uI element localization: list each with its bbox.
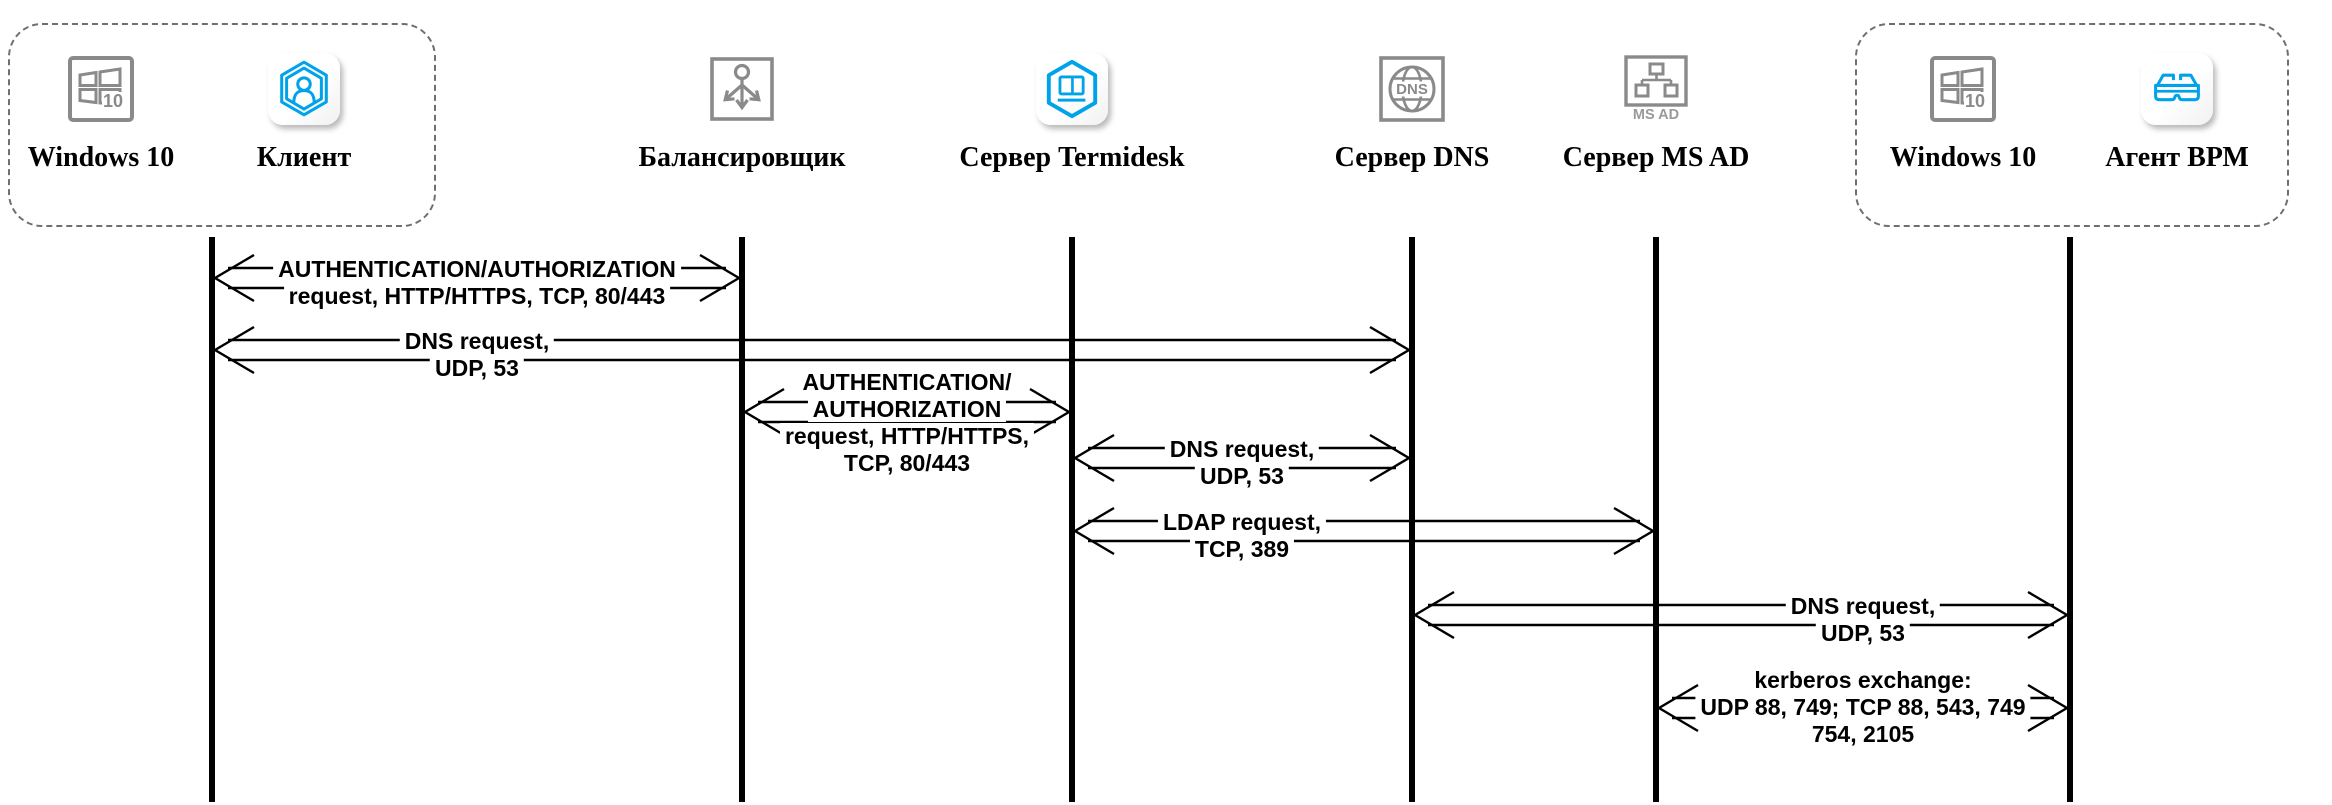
client-hexagon-icon	[280, 60, 328, 117]
actor-ms-ad-server: MS AD Сервер MS AD	[1486, 50, 1826, 174]
actor-label: Сервер MS AD	[1562, 142, 1750, 173]
actor-client: Клиент	[134, 50, 474, 174]
icon-card	[268, 53, 340, 125]
message-arrowhead-left	[742, 387, 785, 437]
actor-bpm-agent: Агент ВРМ	[2007, 50, 2332, 174]
message-label-line: UDP, 53	[430, 355, 524, 381]
message-label-line: TCP, 389	[1189, 536, 1295, 562]
bpm-agent-glasses-icon	[2154, 73, 2200, 102]
message-label-line: LDAP request,	[1157, 509, 1327, 535]
client-workstation-group-box	[8, 23, 436, 227]
message-label: DNS request,UDP, 53	[1785, 593, 1941, 647]
message-label-line: 754, 2105	[1806, 721, 1920, 747]
actor-termidesk-server: Сервер Termidesk	[902, 50, 1242, 174]
message-arrowhead-left	[1656, 683, 1699, 733]
message-arrowhead-left	[1412, 590, 1455, 640]
windows-10-icon: 10	[1930, 56, 1996, 122]
message-label: DNS request,UDP, 53	[399, 328, 555, 382]
windows-10-number: 10	[103, 91, 123, 111]
message-arrowhead-right	[2027, 590, 2070, 640]
ms-ad-icon: MS AD	[1624, 55, 1688, 123]
message-label-line: DNS request,	[1164, 436, 1320, 462]
message-arrowhead-right	[1369, 325, 1412, 375]
message-label-line: UDP 88, 749; TCP 88, 543, 749	[1695, 694, 2031, 720]
message-label-line: TCP, 80/443	[838, 450, 976, 476]
actor-dns-server: DNS Сервер DNS	[1242, 50, 1582, 174]
actor-windows10-right: 10 Windows 10	[1793, 50, 2133, 174]
message-arrowhead-right	[2027, 683, 2070, 733]
load-balancer-icon	[710, 57, 774, 121]
actor-label: Windows 10	[27, 142, 175, 173]
actor-label: Агент ВРМ	[2105, 142, 2249, 173]
dns-globe-icon: DNS	[1379, 56, 1445, 122]
message-label-line: DNS request,	[1785, 593, 1941, 619]
actor-balancer: Балансировщик	[572, 50, 912, 174]
message-arrowhead-right	[1369, 433, 1412, 483]
message-arrowhead-right	[699, 253, 742, 303]
message-label-line: kerberos exchange:	[1749, 667, 1977, 693]
windows-10-icon: 10	[68, 56, 134, 122]
message-label-line: request, HTTP/HTTPS,	[779, 423, 1035, 449]
message-label: kerberos exchange:UDP 88, 749; TCP 88, 5…	[1695, 667, 2031, 748]
message-arrowhead-left	[212, 253, 255, 303]
ms-ad-icon-text: MS AD	[1633, 107, 1679, 123]
message-label-line: request, HTTP/HTTPS, TCP, 80/443	[283, 283, 671, 309]
message-arrowhead-right	[1029, 387, 1072, 437]
actor-windows10-left: 10 Windows 10	[0, 50, 271, 174]
icon-card	[2141, 53, 2213, 125]
message-label: DNS request,UDP, 53	[1164, 436, 1320, 490]
message-arrowhead-left	[212, 325, 255, 375]
windows-10-number: 10	[1965, 91, 1985, 111]
message-label-line: UDP, 53	[1195, 463, 1289, 489]
message-label-line: AUTHENTICATION/AUTHORIZATION	[273, 256, 681, 282]
message-label-line: AUTHORIZATION	[807, 396, 1007, 422]
agent-workstation-group-box	[1855, 23, 2289, 227]
actor-label: Сервер Termidesk	[959, 142, 1185, 173]
actor-label: Балансировщик	[638, 142, 846, 173]
termidesk-server-icon	[1046, 59, 1098, 119]
actor-label: Клиент	[256, 142, 352, 173]
message-label-line: AUTHENTICATION/	[797, 369, 1017, 395]
dns-icon-text: DNS	[1396, 81, 1428, 98]
actor-label: Сервер DNS	[1334, 142, 1490, 173]
icon-card	[1036, 53, 1108, 125]
actor-label: Windows 10	[1889, 142, 2037, 173]
message-arrowhead-left	[1072, 506, 1115, 556]
message-label-line: UDP, 53	[1816, 620, 1910, 646]
message-label: LDAP request,TCP, 389	[1157, 509, 1327, 563]
message-arrowhead-left	[1072, 433, 1115, 483]
message-label-line: DNS request,	[399, 328, 555, 354]
message-arrowhead-right	[1613, 506, 1656, 556]
